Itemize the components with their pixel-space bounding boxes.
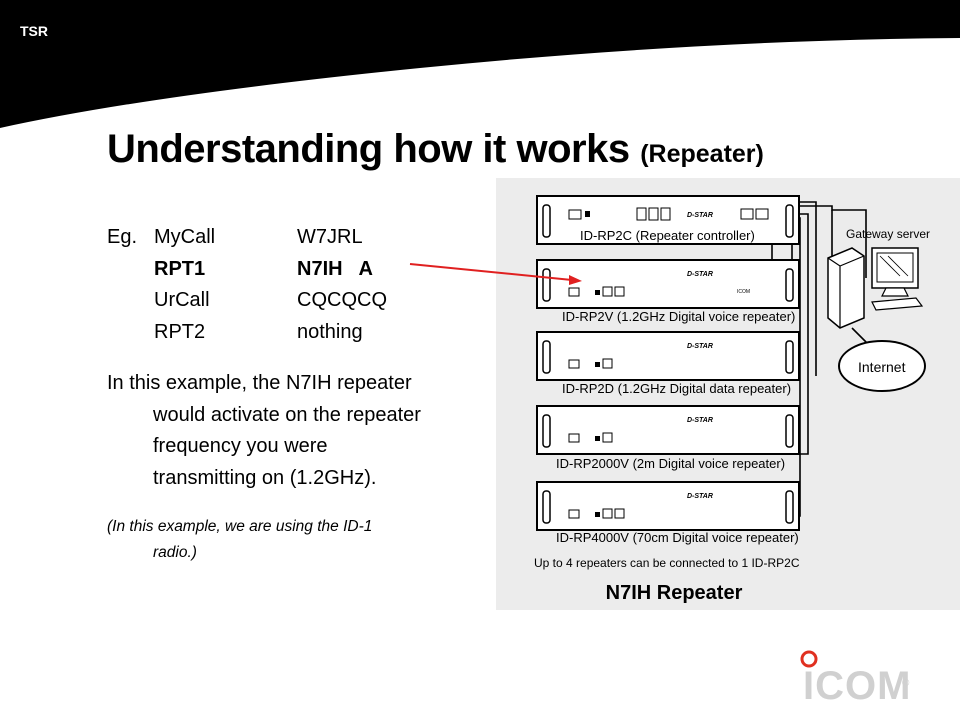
example-prefix: Eg. xyxy=(107,226,138,248)
example-label: RPT2 xyxy=(154,320,206,343)
explanation-paragraph: In this example, the N7IH repeater would… xyxy=(107,368,497,494)
svg-text:D-STAR: D-STAR xyxy=(687,343,713,350)
unit-label: ID-RP2D (1.2GHz Digital data repeater) xyxy=(562,381,791,396)
explanation-line: In this example, the N7IH repeater xyxy=(107,372,412,394)
logo-ring-icon xyxy=(800,650,818,668)
example-value: N7IH A xyxy=(297,257,373,280)
header-band xyxy=(0,0,960,128)
logo-registered-mark: ® xyxy=(902,678,910,689)
repeater-diagram: D-STAR ID-RP2C (Repeater controller) D-S… xyxy=(496,178,960,610)
svg-text:D-STAR: D-STAR xyxy=(687,271,713,278)
page-title: Understanding how it works (Repeater) xyxy=(107,127,764,172)
note-line: (In this example, we are using the ID-1 xyxy=(107,518,373,535)
example-value: CQCQCQ xyxy=(297,289,387,311)
example-label: MyCall xyxy=(154,226,216,248)
unit-brand: D-STAR xyxy=(687,212,713,219)
unit-label: ID-RP2C (Repeater controller) xyxy=(580,228,755,243)
unit-label: ID-RP4000V (70cm Digital voice repeater) xyxy=(556,530,799,545)
repeater-diagram-graphic: D-STAR ID-RP2C (Repeater controller) D-S… xyxy=(534,195,930,570)
example-label: UrCall xyxy=(154,289,210,311)
gateway-label: Gateway server xyxy=(846,227,930,241)
note-line: radio.) xyxy=(153,544,197,561)
explanation-line: frequency you were xyxy=(153,435,328,457)
header-tag: TSR xyxy=(20,23,48,39)
unit-label: ID-RP2V (1.2GHz Digital voice repeater) xyxy=(562,309,795,324)
svg-text:D-STAR: D-STAR xyxy=(687,417,713,424)
example-value: nothing xyxy=(297,320,363,343)
explanation-line: transmitting on (1.2GHz). xyxy=(153,466,377,489)
gateway-server-icon xyxy=(827,247,924,329)
svg-text:D-STAR: D-STAR xyxy=(687,493,713,500)
logo: ICOM xyxy=(803,664,912,708)
unit-label: ID-RP2000V (2m Digital voice repeater) xyxy=(556,456,785,471)
explanation-line: would activate on the repeater xyxy=(153,403,421,426)
svg-text:ICOM: ICOM xyxy=(737,289,750,295)
internet-label: Internet xyxy=(858,359,906,375)
example-value: W7JRL xyxy=(297,226,363,248)
diagram-footnote: Up to 4 repeaters can be connected to 1 … xyxy=(534,556,800,570)
title-main: Understanding how it works xyxy=(107,127,630,171)
title-sub: (Repeater) xyxy=(640,140,764,168)
diagram-caption: N7IH Repeater xyxy=(605,582,743,604)
note-paragraph: (In this example, we are using the ID-1 … xyxy=(107,514,497,566)
internet-cloud-icon xyxy=(838,340,926,392)
example-label: RPT1 xyxy=(154,257,206,280)
